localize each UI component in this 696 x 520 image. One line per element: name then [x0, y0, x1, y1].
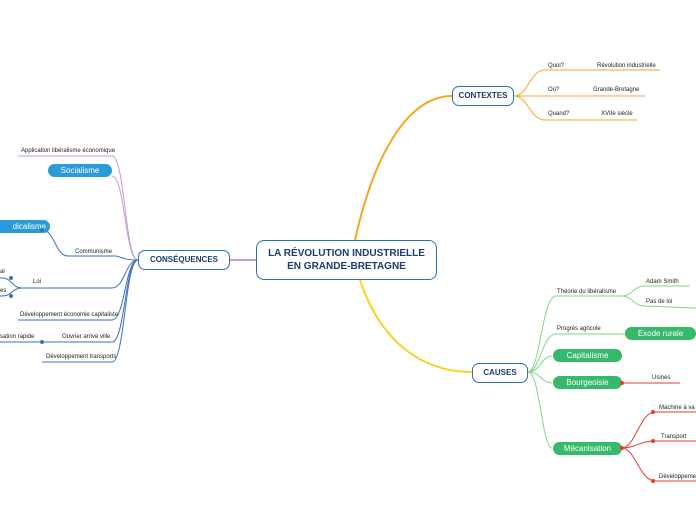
communisme[interactable]: Communisme: [75, 249, 113, 255]
theorie-liberalisme[interactable]: Théorie du libéralisme: [557, 289, 617, 295]
consequences-label: CONSÉQUENCES: [149, 255, 218, 264]
causes-node[interactable]: CAUSES: [472, 363, 528, 383]
contextes-node[interactable]: CONTEXTES: [452, 86, 514, 106]
ouvrier-arrive-ville[interactable]: Ouvrier arrive ville: [62, 334, 111, 340]
central-topic[interactable]: LA RÉVOLUTION INDUSTRIELLE EN GRANDE-BRE…: [256, 240, 437, 280]
contextes-a3[interactable]: XVIIe siècle: [601, 111, 633, 117]
bourgeoisie-topic[interactable]: Bourgeoisie: [553, 376, 622, 389]
loi-sub-2[interactable]: es: [0, 288, 7, 294]
contextes-q2[interactable]: Où?: [548, 87, 560, 93]
collapse-dot-transport[interactable]: [651, 439, 655, 443]
contextes-label: CONTEXTES: [458, 91, 508, 100]
loi[interactable]: Loi: [33, 279, 42, 285]
mecanisation-topic[interactable]: Mécanisation: [553, 442, 622, 455]
application-liberalisme[interactable]: Application libéralisme économique: [21, 148, 116, 154]
usines[interactable]: Usines: [652, 375, 671, 381]
collapse-dot-machine[interactable]: [651, 410, 655, 414]
collapse-dot-syndicalisme[interactable]: [40, 228, 44, 232]
contextes-a1[interactable]: Révolution industrielle: [597, 63, 656, 69]
developpement-transports[interactable]: Développement transports: [46, 354, 117, 360]
syndicalisme-topic[interactable]: dicalisme: [0, 220, 50, 233]
central-title-line2: EN GRANDE-BRETAGNE: [287, 261, 406, 272]
contextes-q3[interactable]: Quand?: [548, 111, 570, 117]
collapse-dot-bourgeoisie[interactable]: [620, 381, 624, 385]
consequences-node[interactable]: CONSÉQUENCES: [138, 250, 230, 270]
collapse-dot-urbanisation[interactable]: [40, 340, 44, 344]
collapse-dot-developpement[interactable]: [651, 479, 655, 483]
central-title-line1: LA RÉVOLUTION INDUSTRIELLE: [268, 248, 425, 259]
contextes-q1[interactable]: Quoi?: [548, 63, 565, 69]
machine-a-vapeur[interactable]: Machine à va: [659, 405, 695, 411]
loi-sub-1[interactable]: al: [0, 269, 5, 275]
causes-label: CAUSES: [483, 368, 517, 377]
capitalisme-topic[interactable]: Capitalisme: [553, 349, 622, 362]
socialisme-topic[interactable]: Socialisme: [48, 164, 112, 177]
developpement[interactable]: Développeme: [659, 474, 696, 480]
adam-smith[interactable]: Adam Smith: [646, 279, 679, 285]
collapse-dot-loi-2[interactable]: [9, 294, 13, 298]
pas-de-loi[interactable]: Pas de loi: [646, 299, 673, 305]
collapse-dot-loi-1[interactable]: [9, 276, 13, 280]
progres-agricole[interactable]: Progrès agricole: [557, 326, 601, 332]
urbanisation-rapide[interactable]: sation rapide: [0, 334, 35, 340]
transport[interactable]: Transport: [661, 434, 687, 440]
contextes-a2[interactable]: Grande-Bretagne: [593, 87, 640, 93]
developpement-economie[interactable]: Développement économie capitaliste: [20, 312, 119, 318]
collapse-dot-mecanisation[interactable]: [620, 446, 624, 450]
exode-rurale-topic[interactable]: Exode rurale: [625, 327, 696, 340]
